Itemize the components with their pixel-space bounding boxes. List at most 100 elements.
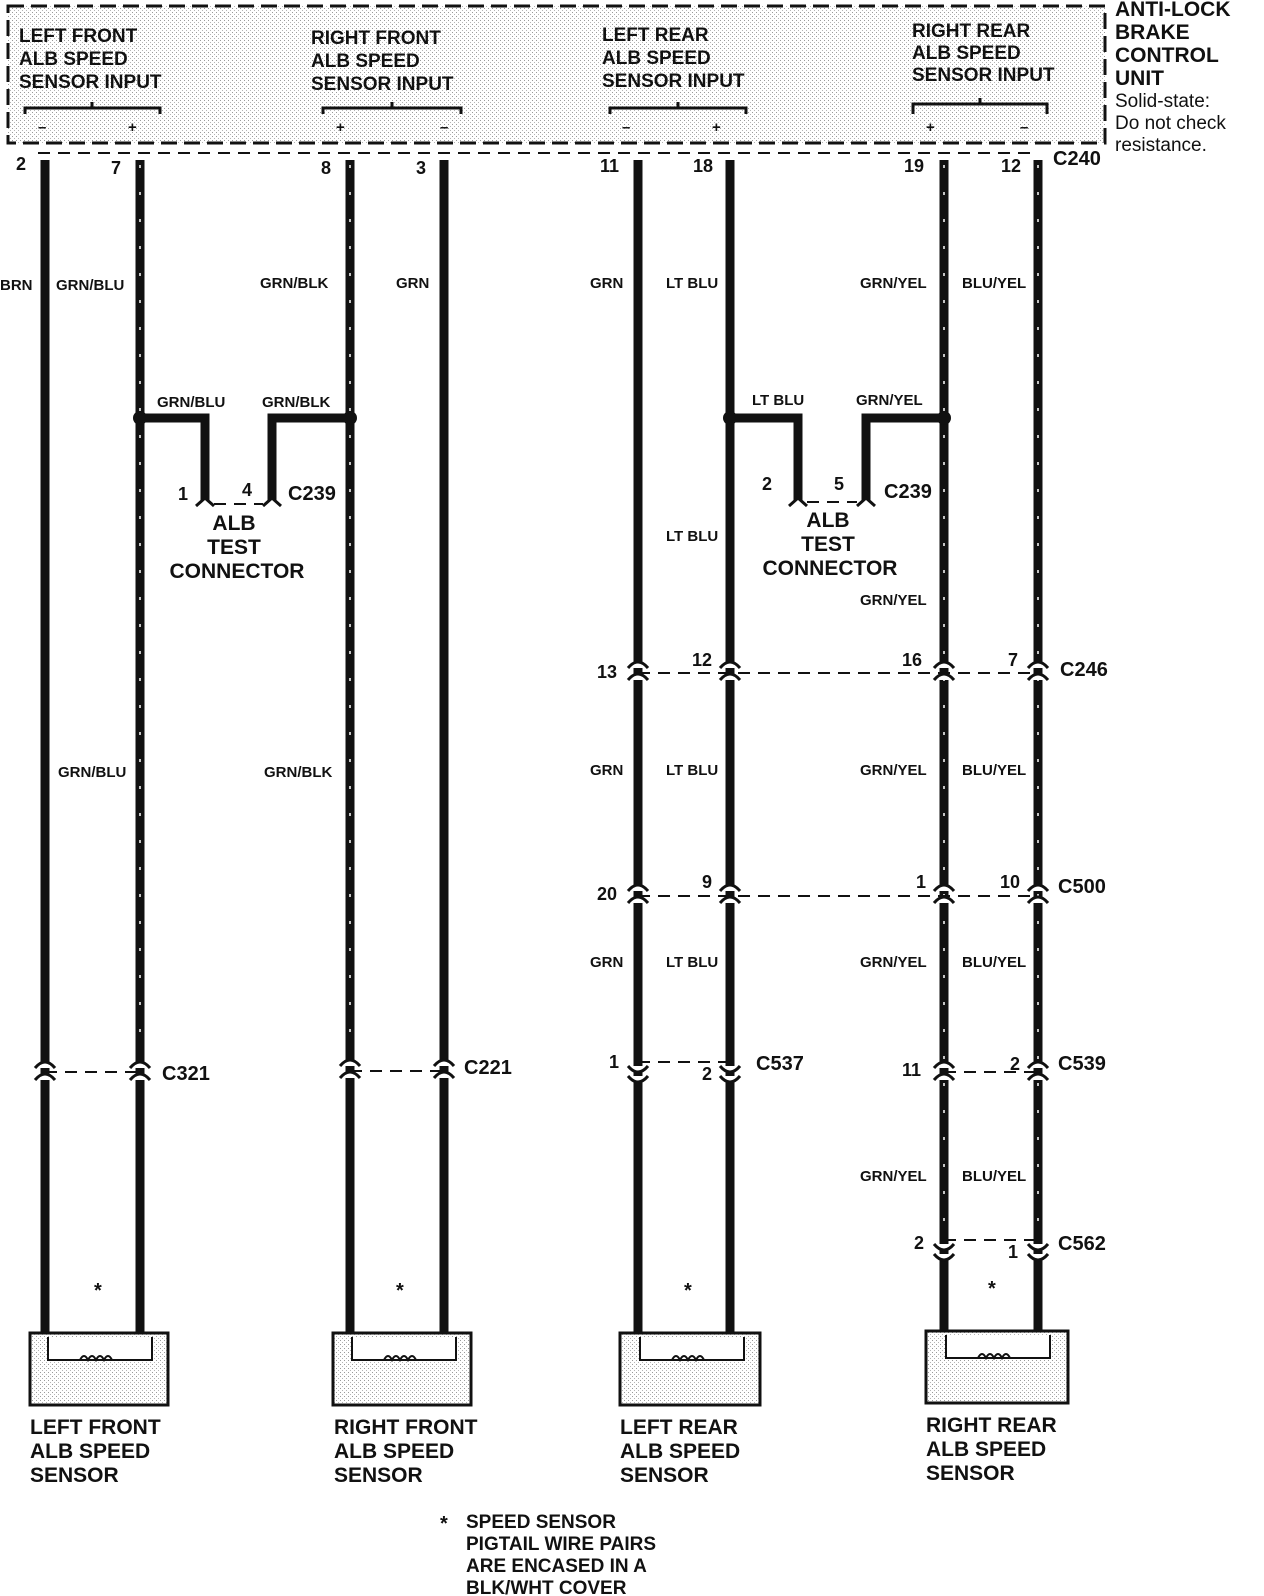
c500-label: C500 — [1058, 876, 1106, 898]
rf-plus: + — [336, 119, 345, 136]
asterisk: * — [684, 1280, 692, 1302]
wire-colors-c: GRN LT BLU GRN/YEL BLU/YEL — [590, 954, 1026, 971]
connector-symbol — [932, 1242, 956, 1262]
lr-input-line3: SENSOR INPUT — [602, 71, 745, 92]
c246-pin: 12 — [692, 650, 712, 670]
lf-input-label: LEFT FRONT ALB SPEED SENSOR INPUT – + — [19, 26, 162, 136]
connector-symbol — [1026, 1060, 1050, 1082]
c537-pin: 2 — [702, 1064, 712, 1084]
wire-color: GRN/YEL — [860, 954, 927, 971]
c240-pins: 2 7 8 3 11 18 19 12 — [16, 154, 1021, 178]
rr-input-bracket — [911, 98, 1049, 114]
rr-input-label: RIGHT REAR ALB SPEED SENSOR INPUT + – — [911, 21, 1055, 136]
coil-icon — [671, 1355, 705, 1363]
sensor-coil-housing — [639, 1337, 745, 1361]
sensor-lf: LEFT FRONT ALB SPEED SENSOR — [28, 1331, 170, 1487]
c246-pin: 13 — [597, 662, 617, 682]
footnote-line3: ARE ENCASED IN A — [466, 1556, 647, 1577]
c240-pin: 8 — [321, 158, 331, 178]
rf-input-line3: SENSOR INPUT — [311, 74, 454, 95]
lr-input-bracket — [608, 102, 748, 114]
sensor-rf: RIGHT FRONT ALB SPEED SENSOR — [331, 1331, 478, 1487]
note-line2: Do not check — [1115, 113, 1226, 134]
c221-label: C221 — [464, 1057, 512, 1079]
sensor-label-line3: SENSOR — [334, 1464, 423, 1487]
tap-color-lf: GRN/BLU — [157, 394, 225, 411]
c240-pin: 12 — [1001, 156, 1021, 176]
wire-color: LT BLU — [666, 762, 718, 779]
rf-input-label: RIGHT FRONT ALB SPEED SENSOR INPUT + – — [311, 28, 463, 136]
wire-color: GRN/BLK — [264, 764, 332, 781]
wire-color: BLU/YEL — [962, 954, 1026, 971]
connector-symbol — [626, 660, 650, 682]
connector-symbol — [932, 660, 956, 682]
asterisk: * — [94, 1280, 102, 1302]
lf-input-line1: LEFT FRONT — [19, 26, 138, 47]
sensor-label-line3: SENSOR — [926, 1462, 1015, 1485]
lr-plus: + — [712, 119, 721, 136]
c239-label-right: C239 — [884, 481, 932, 503]
c240-pin: 3 — [416, 158, 426, 178]
c240-pin: 11 — [600, 156, 619, 176]
wire-colors-mid: LT BLU GRN/YEL GRN/BLU GRN/BLK — [58, 528, 927, 781]
wire-color: GRN/BLK — [260, 275, 328, 292]
c246-label: C246 — [1060, 659, 1108, 681]
connector-symbol — [932, 883, 956, 905]
lf-input-line2: ALB SPEED — [19, 49, 128, 70]
wire-color: GRN/YEL — [860, 1168, 927, 1185]
wire-color: GRN/BLU — [56, 277, 124, 294]
note-line1: Solid-state: — [1115, 91, 1210, 112]
wire-color: GRN — [590, 762, 623, 779]
wire-color: BLU/YEL — [962, 275, 1026, 292]
coil-icon — [383, 1355, 417, 1363]
wire-color: BRN — [0, 277, 33, 294]
sensor-label-line1: LEFT FRONT — [30, 1416, 161, 1439]
wire-colors-top: BRN GRN/BLU GRN/BLK GRN GRN LT BLU GRN/Y… — [0, 275, 1026, 294]
wire-color: GRN — [396, 275, 429, 292]
test-connector-line2: TEST — [801, 533, 855, 556]
rf-minus: – — [440, 119, 448, 136]
pin-tip — [788, 495, 808, 508]
title-line3: CONTROL — [1115, 44, 1219, 67]
c239-pin: 1 — [178, 484, 188, 504]
connector-symbol — [1026, 1242, 1050, 1262]
pin-tip — [856, 495, 876, 508]
lr-minus: – — [622, 119, 630, 136]
connector-symbol — [128, 1060, 152, 1082]
rr-input-line3: SENSOR INPUT — [912, 65, 1055, 86]
right-test-connector: LT BLU GRN/YEL 2 5 C239 ALB TEST CONNECT… — [723, 392, 951, 580]
wire-color: GRN — [590, 275, 623, 292]
tap-color-lr: LT BLU — [752, 392, 804, 409]
test-connector-line1: ALB — [212, 512, 255, 535]
c240-pin: 18 — [693, 156, 713, 176]
wire-colors-d: GRN/YEL BLU/YEL — [860, 1168, 1026, 1185]
footnote-line4: BLK/WHT COVER — [466, 1578, 627, 1596]
lr-input-line2: ALB SPEED — [602, 48, 711, 69]
c500-pin: 9 — [702, 872, 712, 892]
test-connector-line2: TEST — [207, 536, 261, 559]
sensor-label-line1: RIGHT REAR — [926, 1414, 1057, 1437]
control-unit: LEFT FRONT ALB SPEED SENSOR INPUT – + RI… — [6, 0, 1230, 156]
test-connector-line3: CONNECTOR — [763, 557, 898, 580]
c562-pin: 2 — [914, 1233, 924, 1253]
rf-input-bracket — [321, 102, 463, 114]
lr-input-line1: LEFT REAR — [602, 25, 709, 46]
left-test-connector: GRN/BLU GRN/BLK 1 4 C239 ALB TEST CONNEC… — [133, 394, 357, 583]
c539-label: C539 — [1058, 1053, 1106, 1075]
c562-connector: 2 1 C562 — [914, 1233, 1106, 1262]
c239-pin: 2 — [762, 474, 772, 494]
title-line2: BRAKE — [1115, 21, 1190, 44]
c500-pin: 20 — [597, 884, 617, 904]
wire-color: BLU/YEL — [962, 1168, 1026, 1185]
wires — [40, 160, 1043, 1338]
footnote-line1: SPEED SENSOR — [466, 1512, 616, 1533]
rf-input-line2: ALB SPEED — [311, 51, 420, 72]
c500-connector: 20 9 1 10 C500 — [597, 872, 1106, 905]
tap-wire-rr — [861, 413, 944, 500]
c221-connector: C221 — [338, 1057, 512, 1080]
control-unit-box — [6, 4, 1107, 145]
note-line3: resistance. — [1115, 135, 1207, 156]
sensor-label-line1: LEFT REAR — [620, 1416, 738, 1439]
lr-input-label: LEFT REAR ALB SPEED SENSOR INPUT – + — [602, 25, 748, 136]
wire-color: GRN/YEL — [860, 275, 927, 292]
